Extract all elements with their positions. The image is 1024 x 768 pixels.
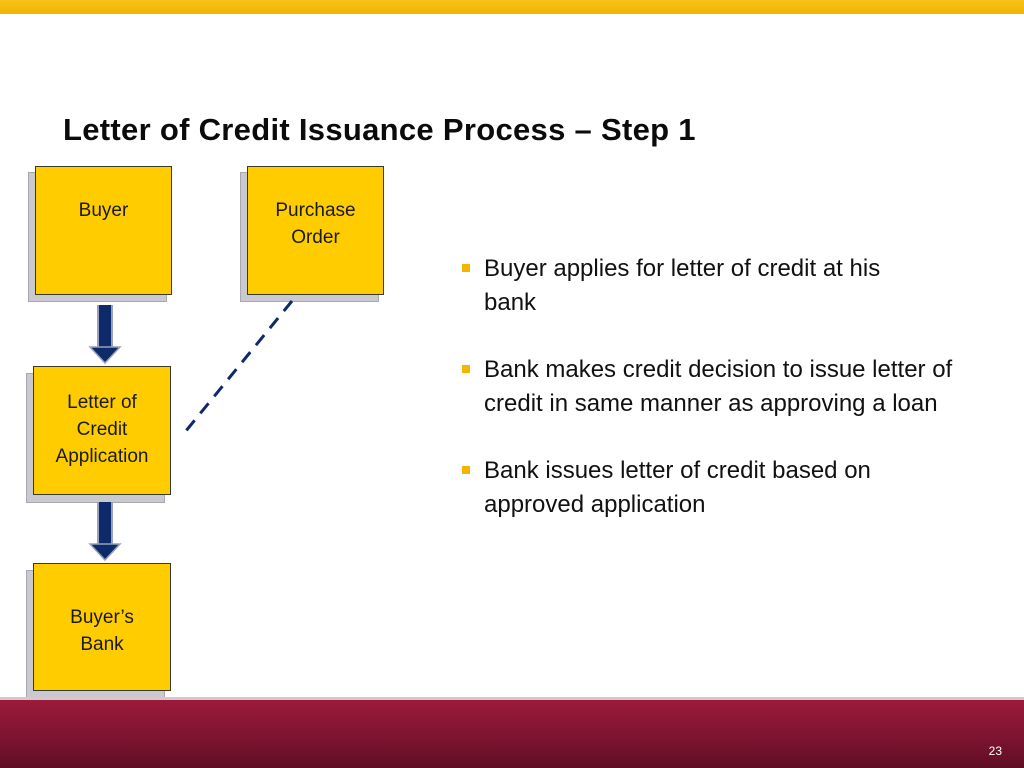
bullet-item: Buyer applies for letter of credit at hi…	[460, 252, 960, 320]
bullet-list: Buyer applies for letter of credit at hi…	[460, 252, 960, 555]
buyers-bank-box: Buyer’s Bank	[33, 563, 171, 691]
top-accent-bar	[0, 0, 1024, 14]
down-arrow-icon	[88, 502, 122, 562]
purchase-order-box-label: Purchase Order	[275, 200, 356, 248]
loc-application-box: Letter of Credit Application	[33, 366, 171, 495]
footer-divider	[0, 697, 1024, 700]
buyers-bank-box-label: Buyer’s Bank	[70, 607, 134, 655]
bullet-text: Bank issues letter of credit based on ap…	[484, 457, 871, 518]
bullet-item: Bank issues letter of credit based on ap…	[460, 454, 960, 522]
square-bullet-icon	[462, 365, 470, 373]
bullet-item: Bank makes credit decision to issue lett…	[460, 353, 960, 421]
purchase-order-box: Purchase Order	[247, 166, 384, 295]
slide-title: Letter of Credit Issuance Process – Step…	[63, 112, 696, 147]
square-bullet-icon	[462, 264, 470, 272]
loc-application-box-label: Letter of Credit Application	[55, 392, 149, 467]
down-arrow-icon	[88, 305, 122, 365]
buyer-box-label: Buyer	[78, 200, 129, 221]
buyer-box: Buyer	[35, 166, 172, 295]
page-number: 23	[988, 744, 1002, 758]
bullet-text: Bank makes credit decision to issue lett…	[484, 356, 953, 417]
bullet-text: Buyer applies for letter of credit at hi…	[484, 255, 881, 316]
footer-band	[0, 700, 1024, 768]
square-bullet-icon	[462, 466, 470, 474]
